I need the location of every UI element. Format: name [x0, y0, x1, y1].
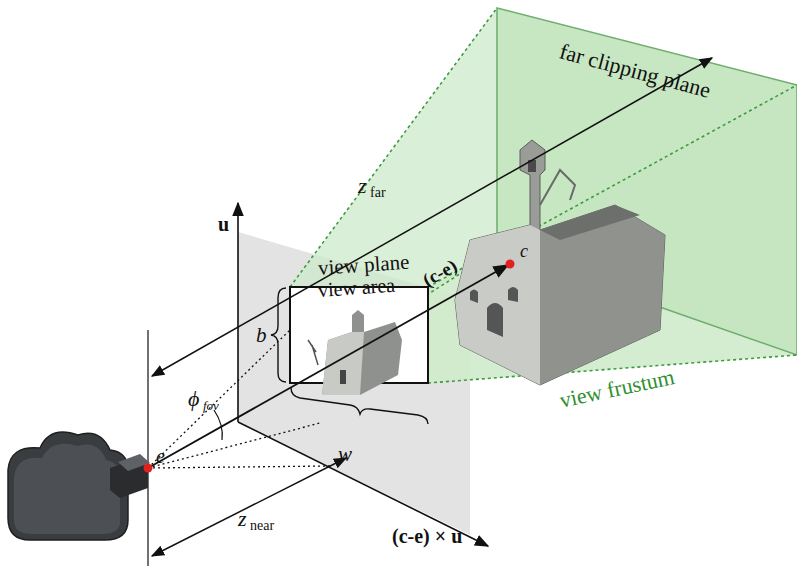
vector-label: (c-e) [419, 256, 460, 290]
view-plane [238, 232, 470, 535]
reference-line [147, 330, 148, 566]
center-point [506, 260, 515, 269]
width-brace [291, 388, 428, 424]
area-label: view area [317, 275, 395, 300]
plane-label: far clipping plane [557, 40, 713, 101]
distance-subscript: near [250, 519, 274, 533]
dimension-label: b [256, 325, 267, 346]
church-image [308, 310, 402, 395]
height-brace [271, 288, 286, 382]
church-model [455, 140, 665, 385]
fov-arc [214, 410, 222, 440]
angle-symbol: ϕ [188, 388, 199, 410]
distance-subscript: far [370, 186, 386, 200]
point-label: c [520, 242, 528, 260]
plane-label: view plane [317, 252, 410, 279]
far-distance-arrow [152, 58, 712, 376]
up-axis [237, 203, 239, 422]
point-label: e [156, 446, 165, 466]
angle-subscript: fov [203, 399, 219, 412]
distance-symbol: z [238, 508, 247, 530]
axis-label: (c-e) × u [392, 526, 462, 546]
near-distance-arrow [152, 458, 346, 556]
view-direction-arrow [148, 265, 508, 468]
frustum-label: view frustum [558, 366, 677, 412]
distance-symbol: z [358, 175, 367, 197]
horizontal-axis [238, 422, 488, 546]
camera-icon [8, 432, 150, 540]
axis-label: u [218, 214, 229, 234]
eye-point [144, 464, 153, 473]
dimension-label: w [338, 444, 352, 465]
